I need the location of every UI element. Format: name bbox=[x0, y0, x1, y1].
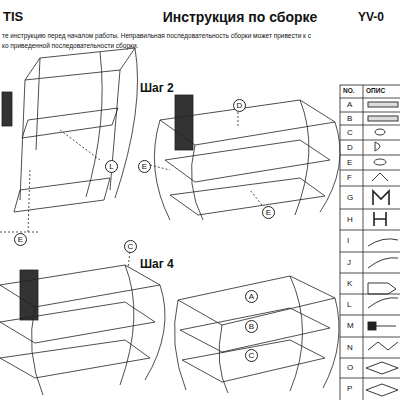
table-rule bbox=[340, 273, 400, 274]
brand-logo: TIS bbox=[3, 10, 23, 23]
callout-letter: D bbox=[233, 99, 246, 112]
note: ко приведенной последовательности сборки… bbox=[2, 43, 138, 50]
callout-letter: E bbox=[14, 233, 27, 246]
table-rule bbox=[340, 252, 400, 253]
table-rule bbox=[340, 155, 400, 156]
table-rule bbox=[340, 378, 400, 379]
callout-letter: B bbox=[245, 320, 258, 333]
table-rule bbox=[340, 315, 400, 316]
table-rule bbox=[340, 209, 400, 210]
title: Инструкция по сборке bbox=[163, 10, 318, 24]
step-label: Шаг 2 bbox=[140, 82, 174, 94]
callout-letter: E bbox=[262, 206, 275, 219]
part-letter: B bbox=[347, 115, 352, 123]
table-rule bbox=[340, 125, 400, 126]
callout-letter: L bbox=[105, 160, 118, 173]
part-letter: O bbox=[347, 364, 353, 372]
part-letter: L bbox=[347, 301, 351, 309]
part-letter: J bbox=[347, 259, 351, 267]
callout-letter: E bbox=[138, 160, 151, 173]
callout-letter: A bbox=[245, 290, 258, 303]
callout-letter: C bbox=[245, 349, 258, 362]
table-rule bbox=[340, 98, 400, 99]
table-header: ОПИС bbox=[366, 88, 385, 95]
table-header: NO. bbox=[343, 88, 355, 95]
table-rule bbox=[340, 337, 400, 338]
table-rule bbox=[340, 170, 400, 171]
table-rule bbox=[340, 112, 400, 113]
step3-stand bbox=[0, 252, 165, 395]
table-rule bbox=[340, 140, 400, 141]
table-rule bbox=[340, 230, 400, 231]
table-rule bbox=[340, 186, 400, 187]
part-letter: A bbox=[347, 101, 352, 109]
part-icons bbox=[366, 102, 398, 396]
parts-table bbox=[340, 85, 400, 400]
step-label: Шаг 4 bbox=[140, 258, 174, 270]
callout-letter: C bbox=[124, 240, 137, 253]
part-letter: G bbox=[347, 194, 353, 202]
step4-stand bbox=[174, 276, 339, 393]
part-letter: N bbox=[347, 344, 353, 352]
part-letter: M bbox=[347, 322, 354, 330]
part-letter: E bbox=[347, 159, 352, 167]
part-letter: P bbox=[347, 385, 352, 393]
part-letter: F bbox=[347, 174, 352, 182]
table-rule bbox=[340, 358, 400, 359]
model-number: YV-0 bbox=[358, 11, 384, 23]
part-letter: K bbox=[347, 280, 352, 288]
step1-frame bbox=[0, 48, 138, 232]
part-letter: D bbox=[347, 144, 353, 152]
note: те инструкцию перед началом работы. Непр… bbox=[2, 33, 311, 40]
step2-stand bbox=[150, 95, 340, 220]
part-letter: I bbox=[347, 237, 349, 245]
part-letter: H bbox=[347, 216, 353, 224]
part-letter: C bbox=[347, 129, 353, 137]
